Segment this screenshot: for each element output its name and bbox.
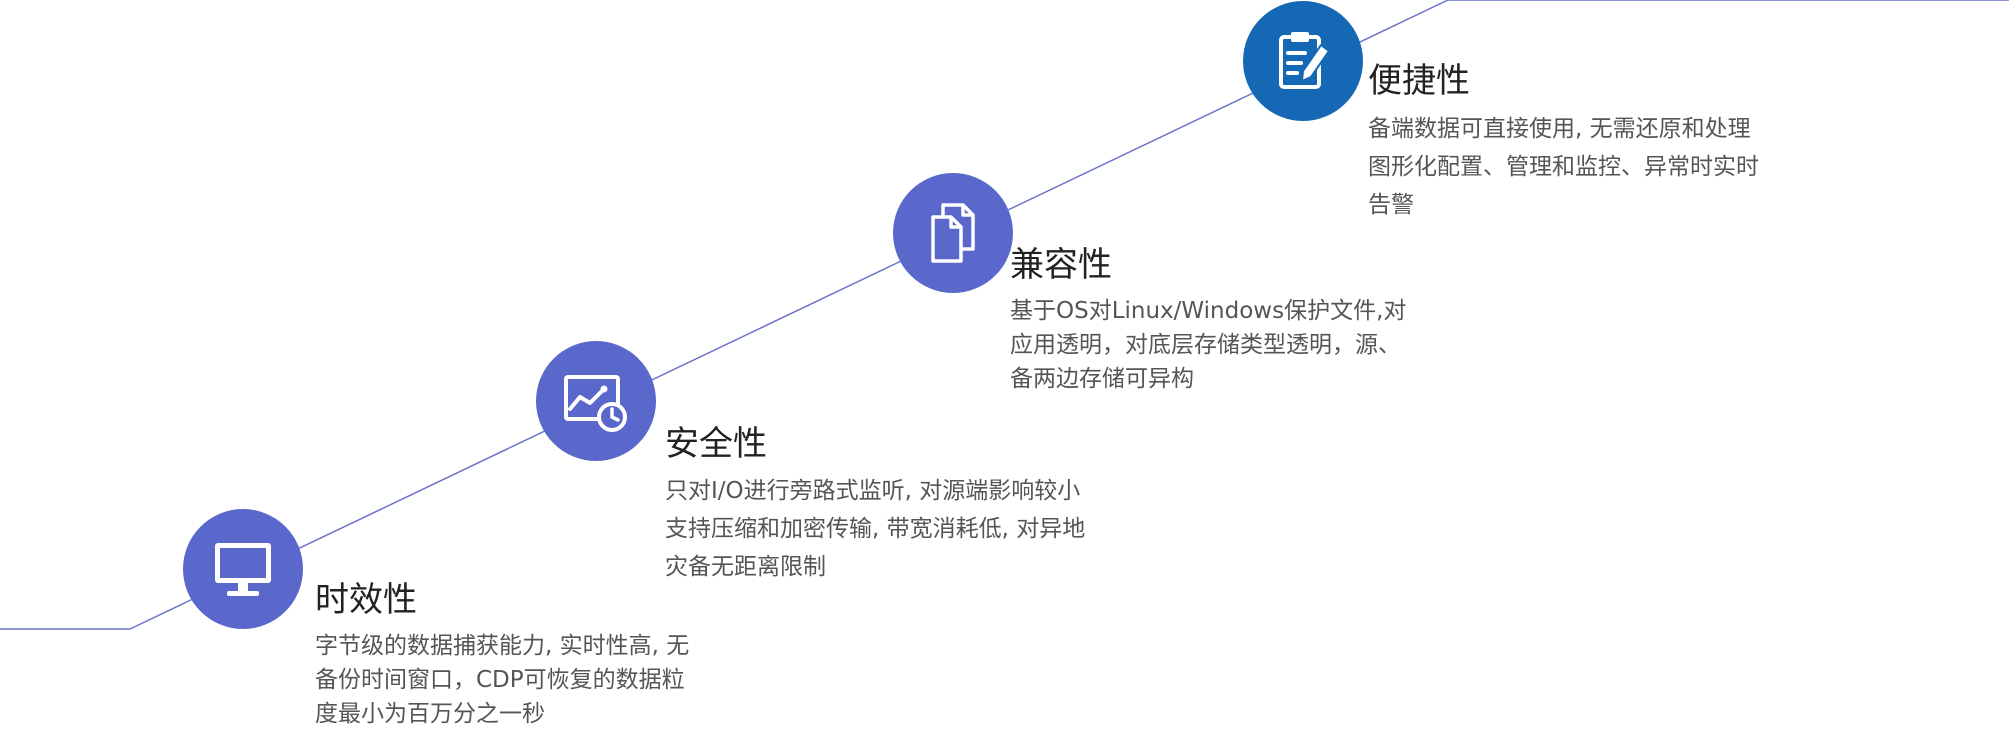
feature-description: 基于OS对Linux/Windows保护文件,对 应用透明，对底层存储类型透明，… — [1010, 294, 1470, 396]
feature-icon-circle — [893, 173, 1013, 293]
description-line: 字节级的数据捕获能力, 实时性高, 无 — [315, 633, 690, 659]
feature-title: 便捷性 — [1368, 61, 1470, 101]
feature-icon-circle — [183, 509, 303, 629]
description-line: 图形化配置、管理和监控、异常时实时 — [1368, 154, 1759, 180]
description-line: 备份时间窗口，CDP可恢复的数据粒 — [315, 667, 685, 693]
description-line: 支持压缩和加密传输, 带宽消耗低, 对异地 — [665, 516, 1086, 542]
description-line: 只对I/O进行旁路式监听, 对源端影响较小 — [665, 478, 1081, 504]
description-line: 备端数据可直接使用, 无需还原和处理 — [1368, 116, 1751, 142]
feature-title: 安全性 — [665, 424, 767, 464]
description-line: 备两边存储可异构 — [1010, 366, 1194, 392]
feature-description: 只对I/O进行旁路式监听, 对源端影响较小 支持压缩和加密传输, 带宽消耗低, … — [665, 472, 1145, 586]
monitor-icon — [215, 543, 271, 596]
feature-icon-circle — [536, 341, 656, 461]
feature-icon-circle — [1243, 1, 1363, 121]
feature-title: 兼容性 — [1010, 245, 1112, 285]
description-line: 度最小为百万分之一秒 — [315, 701, 545, 727]
feature-description: 字节级的数据捕获能力, 实时性高, 无 备份时间窗口，CDP可恢复的数据粒 度最… — [315, 629, 735, 731]
clipboard-edit-icon — [1279, 32, 1330, 89]
description-line: 应用透明，对底层存储类型透明，源、 — [1010, 332, 1401, 358]
description-line: 基于OS对Linux/Windows保护文件,对 — [1010, 298, 1407, 324]
documents-icon — [931, 203, 975, 263]
description-line: 告警 — [1368, 192, 1414, 218]
description-line: 灾备无距离限制 — [665, 554, 826, 580]
chart-clock-icon — [564, 375, 627, 432]
feature-description: 备端数据可直接使用, 无需还原和处理 图形化配置、管理和监控、异常时实时 告警 — [1368, 110, 1828, 224]
feature-title: 时效性 — [315, 580, 417, 620]
